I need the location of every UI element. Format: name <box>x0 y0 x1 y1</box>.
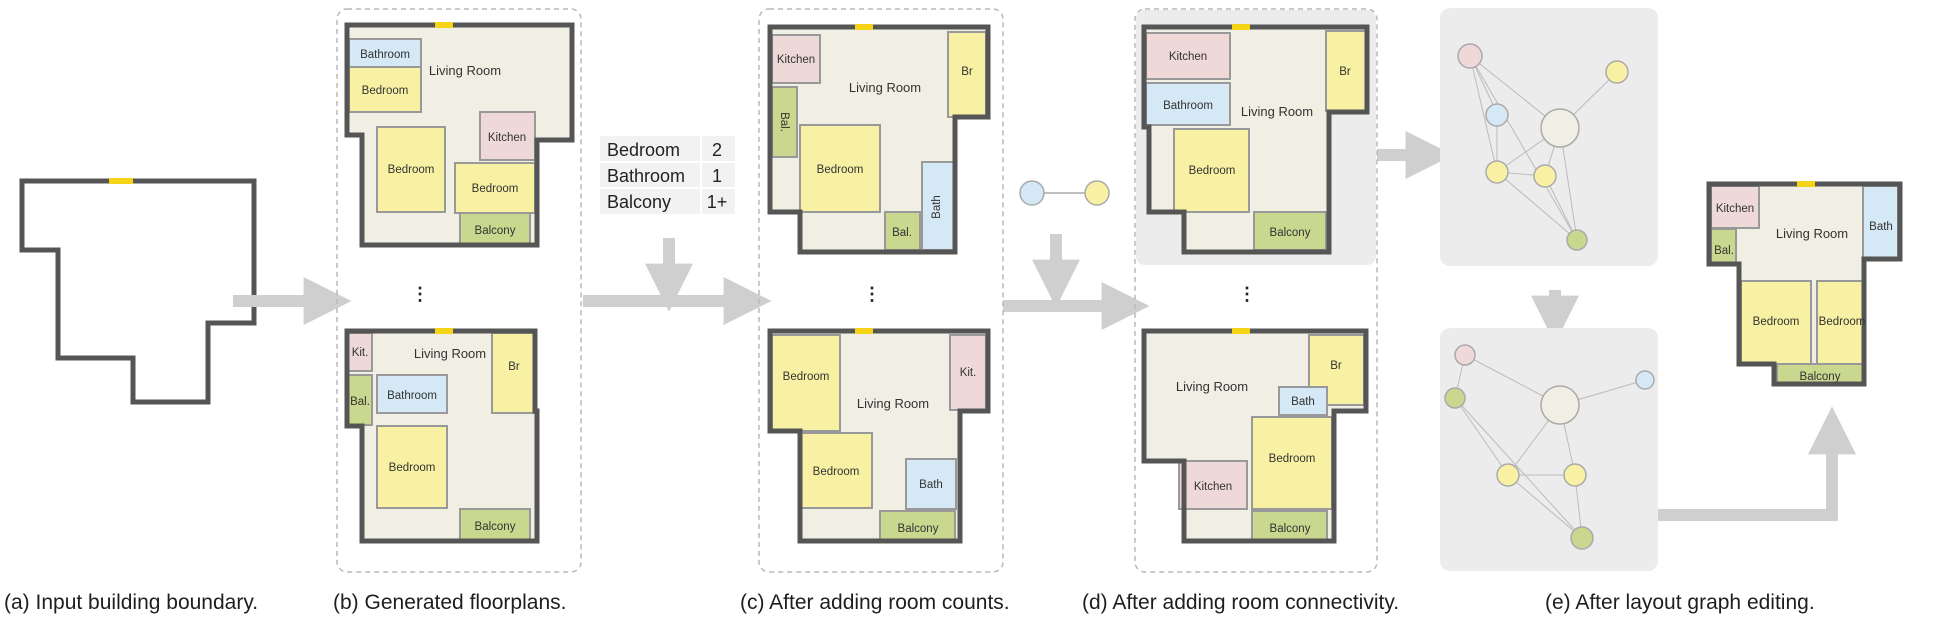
floorplan-d2: Living Room Br Bath Bedroom Kitchen Balc… <box>1141 328 1369 544</box>
room-label: Balcony <box>898 523 939 535</box>
count-room-bedroom: Bedroom <box>607 140 680 160</box>
room-label: Living Room <box>1241 104 1313 119</box>
room-label: Bathroom <box>1163 100 1213 112</box>
panel-b <box>336 8 582 573</box>
ellipsis-b: ⋮ <box>411 284 429 304</box>
entrance-marker <box>109 178 133 184</box>
room-label: Bathroom <box>360 49 410 61</box>
panel-d <box>1134 8 1378 573</box>
room-label: Bedroom <box>362 85 409 97</box>
room-label: Bedroom <box>1753 316 1800 328</box>
room-label: Balcony <box>475 225 516 237</box>
caption-a: (a) Input building boundary. <box>4 591 258 614</box>
room-label: Living Room <box>857 396 929 411</box>
room-label: Bedroom <box>472 183 519 195</box>
floorplan-d1: Kitchen Bathroom Living Room Br Bedroom … <box>1141 24 1370 255</box>
floorplan-b2: Kit. Living Room Br Bal. Bathroom Bedroo… <box>344 328 540 544</box>
room-label: Kit. <box>352 347 369 359</box>
room-label: Bath <box>1869 221 1893 233</box>
room-label: Bedroom <box>388 164 435 176</box>
room-label: Kitchen <box>1169 51 1207 63</box>
room-label: Br <box>961 66 973 78</box>
layout-graph-edited-bg <box>1440 328 1658 571</box>
node-bedroom <box>1084 180 1110 206</box>
room-label: Kitchen <box>488 132 526 144</box>
panel-c <box>758 8 1004 573</box>
room-label: Bath <box>931 195 943 219</box>
floorplan-c1: Kitchen Living Room Br Bal. Bedroom Bath… <box>767 24 991 255</box>
room-count-table: Bedroom 2 Bathroom 1 Balcony 1+ <box>600 136 735 214</box>
caption-d: (d) After adding room connectivity. <box>1082 591 1399 614</box>
room-label: Kitchen <box>1716 203 1754 215</box>
layout-graph-edited <box>1444 344 1655 550</box>
room-label: Bedroom <box>1819 316 1866 328</box>
flow-arrows <box>233 131 1856 521</box>
room-label: Living Room <box>414 346 486 361</box>
room-label: Balcony <box>475 521 516 533</box>
arrow-graph-to-e <box>1657 406 1856 521</box>
connectivity-graph-icon <box>1019 180 1110 206</box>
caption-b: (b) Generated floorplans. <box>333 591 566 614</box>
room-label: Balcony <box>1270 523 1311 535</box>
room-label: Living Room <box>849 80 921 95</box>
room-label: Living Room <box>1176 379 1248 394</box>
count-value-bathroom: 1 <box>712 166 722 186</box>
room-label: Living Room <box>1776 226 1848 241</box>
room-label: Bal. <box>350 396 370 408</box>
room-label: Kitchen <box>777 54 815 66</box>
room-label: Br <box>1339 66 1351 78</box>
room-label: Bathroom <box>387 390 437 402</box>
room-label: Bedroom <box>389 462 436 474</box>
room-label: Br <box>508 361 520 373</box>
ellipsis-d: ⋮ <box>1238 284 1256 304</box>
room-label: Bath <box>919 479 943 491</box>
layout-graph-original <box>1457 43 1629 251</box>
room-label: Kitchen <box>1194 481 1232 493</box>
room-label: Living Room <box>429 63 501 78</box>
floorplan-e: Kitchen Living Room Bath Bal. Bedroom Be… <box>1706 181 1903 387</box>
room-label: Bal. <box>892 227 912 239</box>
room-label: Br <box>1330 360 1342 372</box>
room-label: Balcony <box>1800 371 1841 383</box>
count-value-balcony: 1+ <box>707 192 728 212</box>
room-label: Bedroom <box>813 466 860 478</box>
room-label: Bedroom <box>1189 165 1236 177</box>
ellipsis-c: ⋮ <box>863 284 881 304</box>
count-room-balcony: Balcony <box>607 192 671 212</box>
room-label: Bedroom <box>783 371 830 383</box>
room-label: Bedroom <box>1269 453 1316 465</box>
room-label: Bath <box>1291 396 1315 408</box>
caption-e: (e) After layout graph editing. <box>1545 591 1815 614</box>
count-value-bedroom: 2 <box>712 140 722 160</box>
caption-c: (c) After adding room counts. <box>740 591 1010 614</box>
room-label: Balcony <box>1270 227 1311 239</box>
room-label: Bedroom <box>817 164 864 176</box>
floorplan-b1: Bathroom Living Room Bedroom Kitchen Bed… <box>344 22 575 248</box>
room-label: Bal. <box>1714 245 1734 257</box>
input-boundary <box>19 178 257 405</box>
count-room-bathroom: Bathroom <box>607 166 685 186</box>
floorplan-c2: Bedroom Living Room Kit. Bedroom Bath Ba… <box>767 328 991 544</box>
room-label: Bal. <box>778 112 790 132</box>
node-bathroom <box>1019 180 1045 206</box>
room-label: Kit. <box>960 367 977 379</box>
